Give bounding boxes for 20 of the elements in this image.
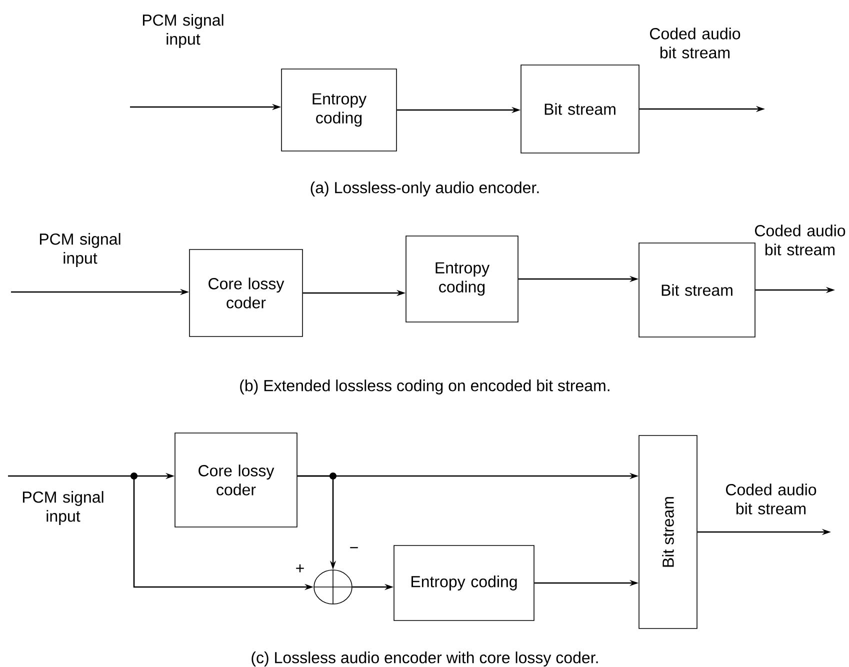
signal-label: Coded audio bit stream: [650, 28, 740, 58]
caption: (c) Lossless audio encoder with core lossy coder.: [252, 652, 598, 666]
signal-label: Coded audio bit stream: [755, 224, 846, 256]
signal-label: −: [350, 547, 358, 548]
signal-label: +: [296, 564, 304, 572]
block-box: Core lossy coder: [189, 249, 303, 337]
caption: (b) Extended lossless coding on encoded bit stream.: [240, 380, 610, 394]
caption: (a) Lossless-only audio encoder.: [310, 182, 539, 196]
summing-junction: [314, 570, 352, 604]
block-box: Entropy coding: [394, 545, 534, 621]
block-box: Bit stream: [638, 435, 698, 629]
signal-label: PCM signal input: [40, 233, 120, 267]
block-box: Entropy coding: [281, 68, 397, 152]
block-box: Entropy coding: [406, 236, 518, 322]
signal-label: PCM signal input: [142, 14, 224, 48]
block-box: Bit stream: [638, 242, 756, 338]
signal-label: Coded audio bit stream: [726, 484, 816, 514]
signal-label: PCM signal input: [22, 491, 104, 525]
block-box: Core lossy coder: [174, 432, 298, 528]
block-box: Bit stream: [520, 64, 640, 154]
